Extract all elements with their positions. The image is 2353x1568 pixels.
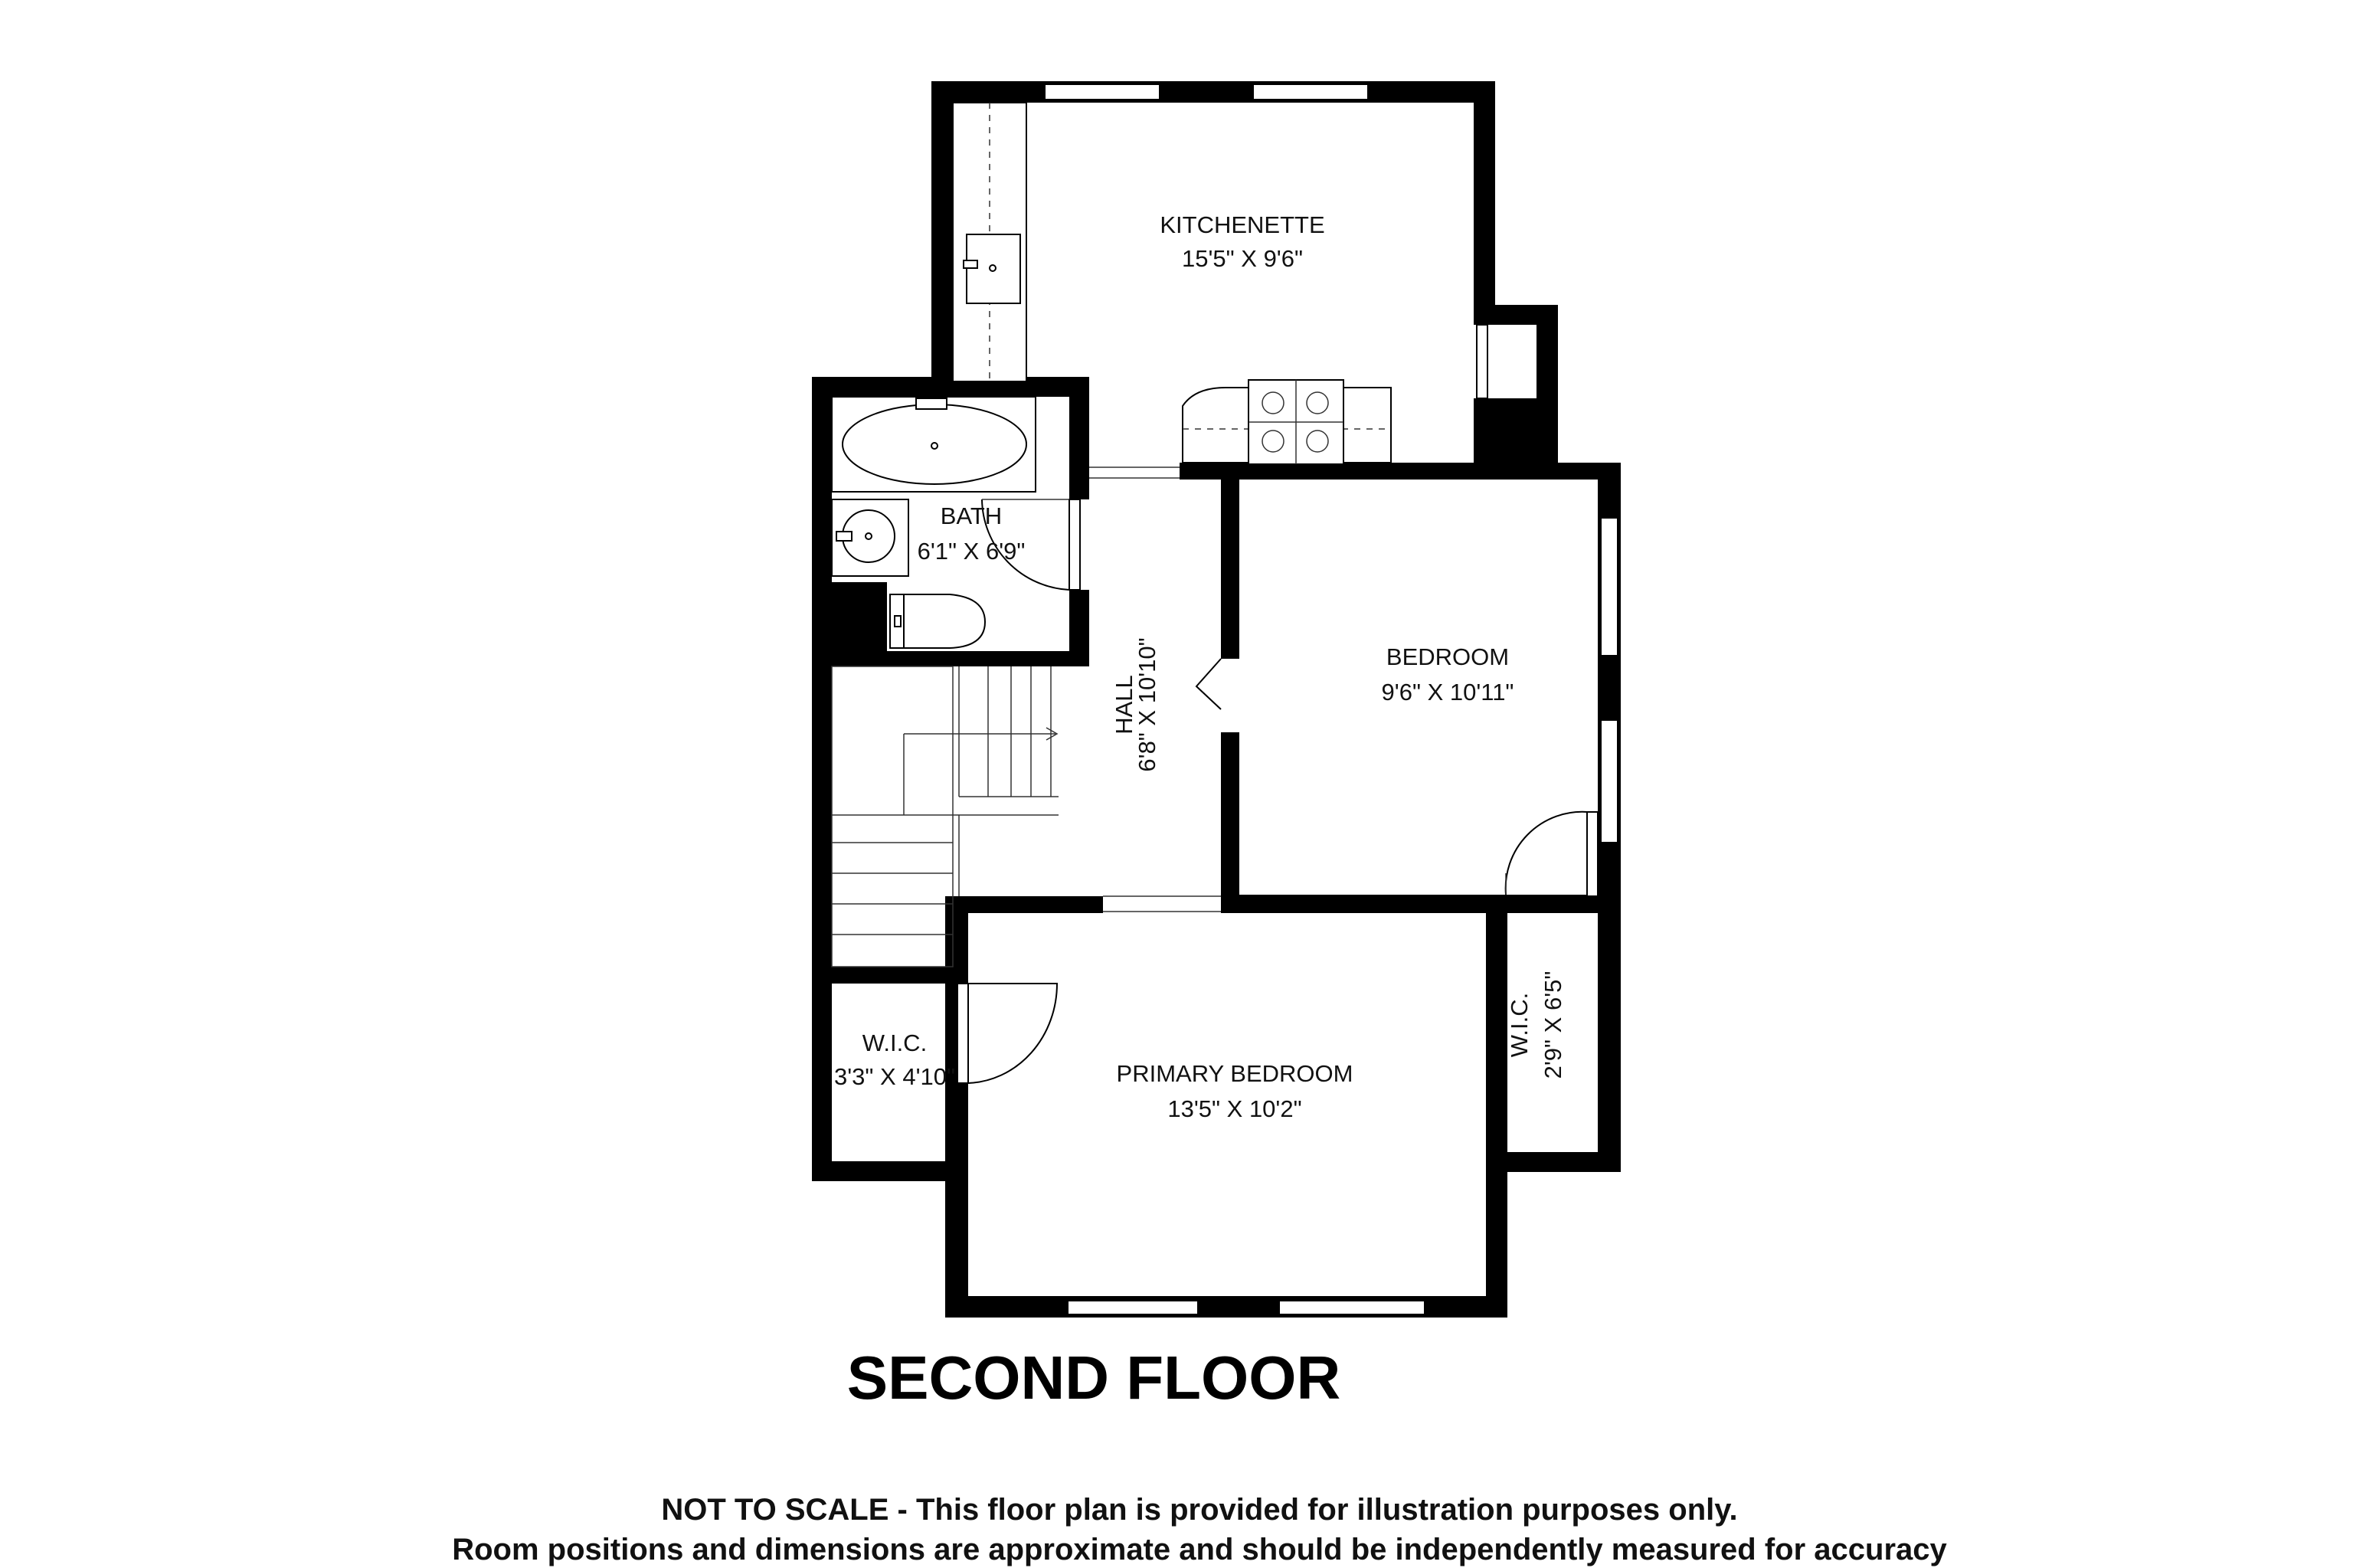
bedroom-door-leaf — [1586, 811, 1599, 897]
primary-left-wall — [945, 896, 968, 1318]
wic-right-name: W.I.C. — [1506, 993, 1533, 1057]
walls — [812, 81, 1621, 1318]
primary-top-wall-left — [953, 896, 1103, 913]
bedroom-size: 9'6" X 10'11" — [1382, 679, 1514, 705]
bath-size: 6'1" X 6'9" — [918, 538, 1026, 565]
bedroom-door-swing — [1504, 810, 1588, 895]
wic-left-name: W.I.C. — [862, 1030, 927, 1056]
bath-left-wall — [812, 377, 832, 1181]
hall-right-wall-upper — [1221, 463, 1239, 659]
wic-right-left-wall — [1486, 895, 1504, 1155]
bath-sink-drain — [865, 532, 872, 540]
stove-burners — [1248, 380, 1343, 464]
kitchen-bottom-wall — [1180, 463, 1616, 480]
room-labels: KITCHENETTE 15'5" X 9'6" BATH 6'1" X 6'9… — [834, 211, 1566, 1122]
floor-title: SECOND FLOOR — [847, 1344, 1340, 1412]
primary-right-step — [1486, 1152, 1621, 1172]
doors — [957, 499, 1599, 1084]
toilet-bowl — [903, 594, 987, 649]
kitchen-right-wall — [1474, 81, 1495, 311]
bathtub-drain — [931, 442, 938, 450]
fixtures — [831, 102, 1392, 967]
kitchen-faucet — [963, 260, 978, 269]
toilet-flush — [894, 615, 902, 627]
wic-left-top-wall — [812, 967, 965, 984]
bedroom-window-1 — [1600, 517, 1618, 656]
primary-bedroom-size: 13'5" X 10'2" — [1167, 1095, 1301, 1122]
bath-sink-faucet — [836, 531, 853, 542]
bedroom-name: BEDROOM — [1386, 643, 1509, 670]
wic-right-size: 2'9" X 6'5" — [1540, 971, 1566, 1079]
kitchen-sink-drain — [989, 264, 997, 272]
openings — [1089, 466, 1221, 912]
disclaimer-line-2: Room positions and dimensions are approx… — [452, 1533, 1947, 1566]
kitchen-window-2 — [1252, 83, 1369, 100]
bath-corner-block — [827, 582, 887, 659]
windows — [1044, 83, 1618, 1315]
bath-right-wall — [1069, 377, 1089, 499]
primary-window-2 — [1278, 1300, 1425, 1315]
kitchenette-size: 15'5" X 9'6" — [1182, 245, 1303, 272]
primary-door-swing — [967, 983, 1059, 1084]
bumpout-window — [1476, 324, 1488, 399]
kitchen-top-wall — [931, 81, 1495, 103]
bathtub-faucet — [915, 398, 947, 410]
bath-door-leaf — [1069, 499, 1081, 591]
hall-size: 6'8" X 10'10" — [1134, 637, 1160, 771]
kitchen-window-1 — [1044, 83, 1160, 100]
bath-door-swing — [981, 499, 1070, 591]
hall-right-wall-lower — [1221, 732, 1239, 913]
kitchenette-name: KITCHENETTE — [1160, 211, 1324, 238]
bumpout-fill — [1474, 398, 1558, 467]
wic-left-bottom-wall — [812, 1161, 968, 1181]
primary-bedroom-name: PRIMARY BEDROOM — [1117, 1060, 1353, 1087]
hall-name: HALL — [1111, 675, 1137, 735]
primary-window-1 — [1067, 1300, 1199, 1315]
bath-top-wall — [812, 377, 1080, 397]
bedroom-bifold-door — [1195, 658, 1222, 710]
bedroom-bottom-wall — [1221, 895, 1621, 913]
staircase — [831, 666, 1059, 967]
bedroom-window-2 — [1600, 719, 1618, 843]
disclaimer-line-1: NOT TO SCALE - This floor plan is provid… — [661, 1493, 1737, 1527]
bath-name: BATH — [941, 502, 1002, 529]
kitchen-left-wall — [931, 81, 953, 381]
primary-door-leaf — [957, 983, 969, 1084]
wic-left-size: 3'3" X 4'10" — [834, 1063, 955, 1090]
